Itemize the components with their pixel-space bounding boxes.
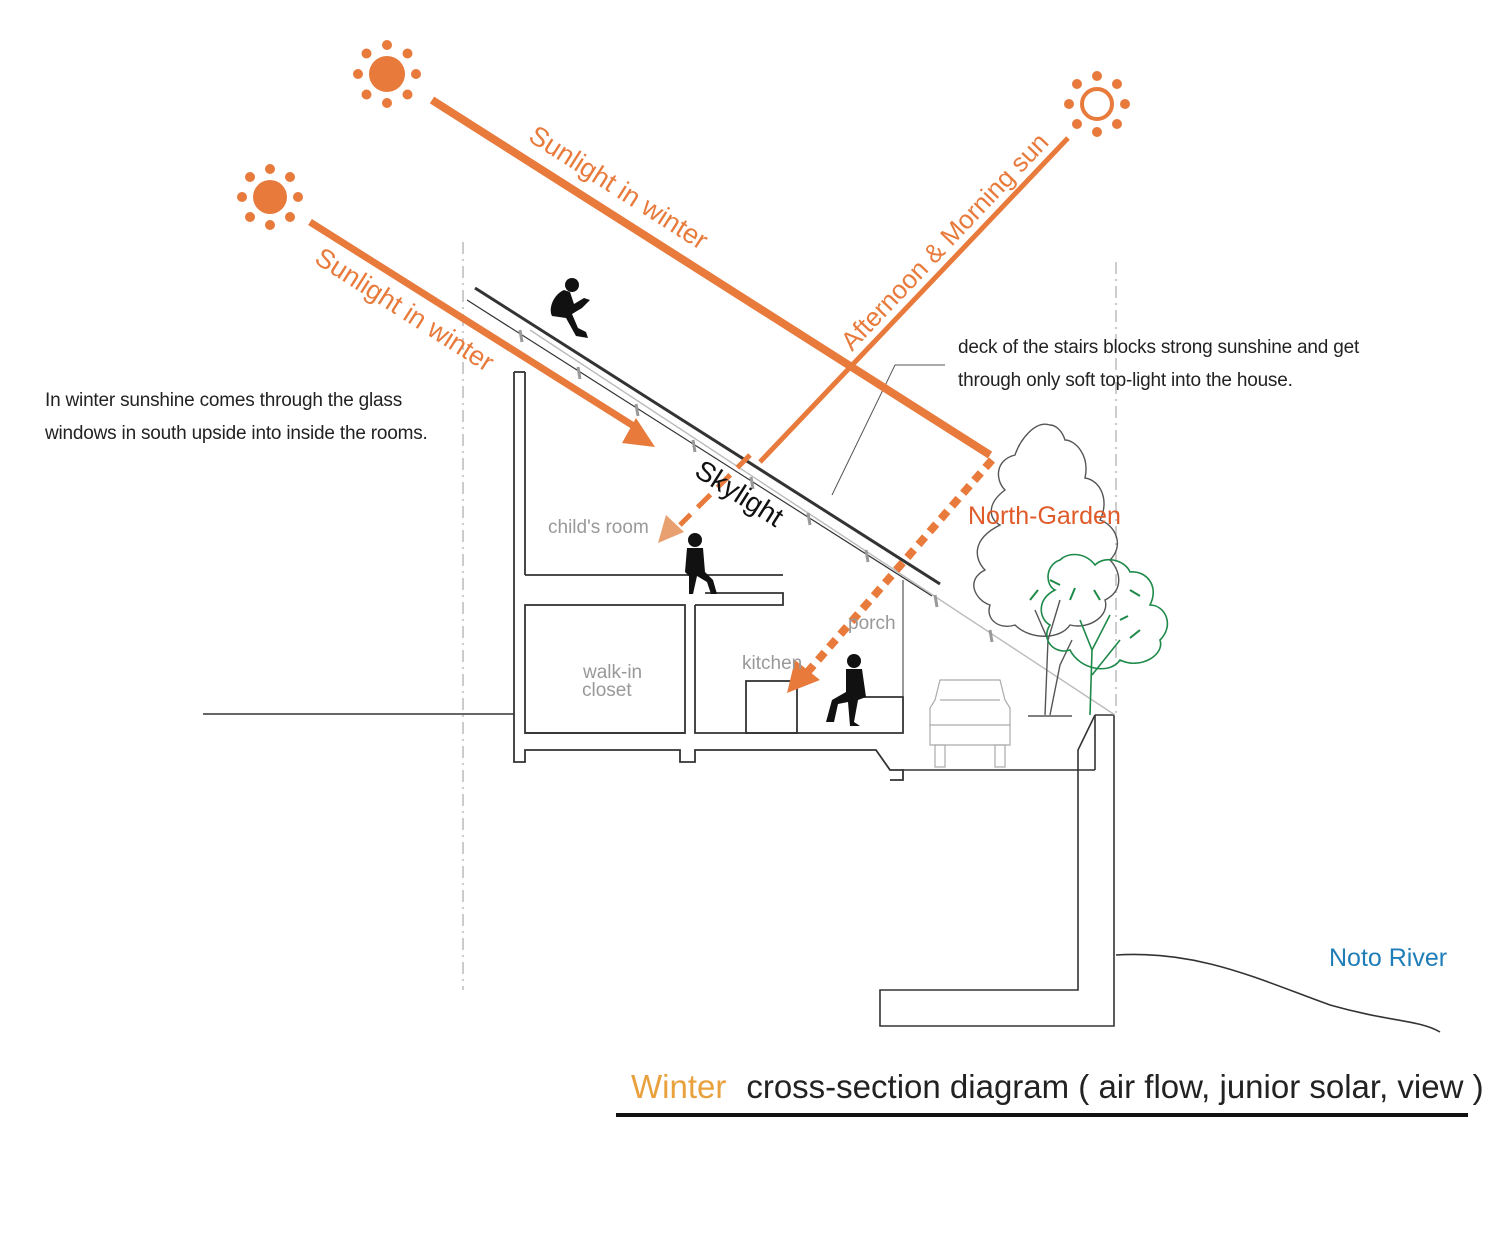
label-north-garden: North-Garden [968,502,1121,530]
winter-ray-lower-head [622,418,655,447]
tree-back-icon [973,423,1120,717]
morning-ray [758,136,1070,464]
ground [203,713,1441,1033]
stair-treads [518,329,994,643]
label-childs-room: child's room [548,517,649,538]
person-silhouette-deck-icon [550,278,590,338]
morning-ray-head [658,515,684,543]
winter-ray-dashed-head [787,660,820,693]
sun-rays [308,96,1070,693]
person-silhouette-childroom-icon [685,533,717,594]
sun-icon-top [353,40,421,108]
sun-icon-right-outline [1064,71,1130,137]
note-winter-sunshine: In winter sunshine comes through the gla… [45,390,428,444]
title-text: cross-section diagram ( air flow, junior… [746,1068,1484,1105]
morning-ray-dashed [678,453,752,527]
person-silhouette-kitchen-icon [826,654,866,726]
note-stair-deck: deck of the stairs blocks strong sunshin… [958,337,1360,391]
winter-ray-upper [429,96,993,459]
winter-ray-lower [308,219,646,434]
winter-ray-dashed [801,457,996,678]
house-section [466,286,1116,781]
title-underline [616,1113,1468,1117]
label-porch: porch [848,613,896,634]
car-outline [929,679,1011,768]
label-afternoon-morning-sun: Afternoon & Morning sun [835,127,1055,356]
note-leader-line [831,364,945,496]
tree-front-icon [1029,553,1169,716]
diagram-title: Winter cross-section diagram ( air flow, … [631,1068,1484,1106]
label-sunlight-winter-upper: Sunlight in winter [524,120,714,256]
label-noto-river: Noto River [1329,944,1447,972]
label-kitchen: kitchen [742,653,802,674]
title-season: Winter [631,1068,727,1105]
label-closet: closet [582,680,632,701]
label-walk-in: walk-in [582,662,642,683]
sun-icon-left [237,164,303,230]
label-sunlight-winter-lower: Sunlight in winter [310,242,500,378]
